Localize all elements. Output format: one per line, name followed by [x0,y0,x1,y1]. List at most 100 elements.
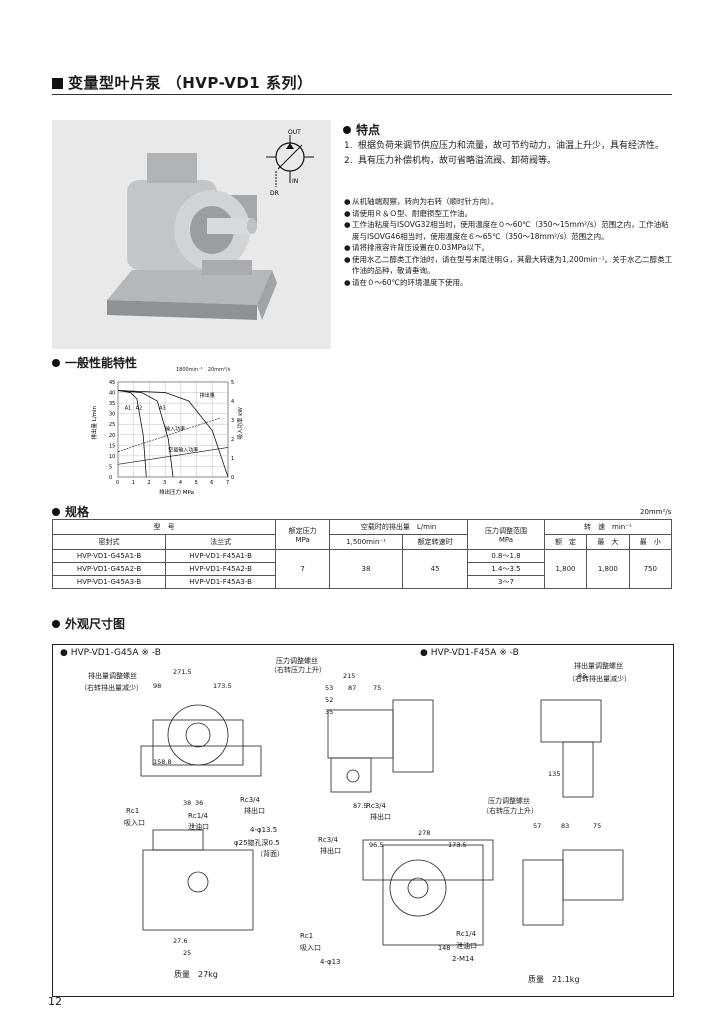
x-tick-label: 4 [179,480,182,486]
series-label: A2 [136,405,143,411]
outlet-label: 排出口 [244,807,265,815]
features-list: 1.根据负荷来调节供应压力和流量，故可节约动力，油温上升少，具有经济性。 2.具… [344,139,674,169]
dim-label: 158.8 [153,758,172,766]
dim-label: 215 [343,672,355,680]
bolt-holes-label: 4-φ13.5 [250,826,278,834]
y-tick-label: 15 [109,443,115,449]
dim-label: 25 [183,949,191,957]
th-disp-1500: 1,500min⁻¹ [329,534,403,550]
noload-power-line [117,447,229,465]
title-square-icon [52,78,63,89]
rc14-label: Rc1/4 [188,812,208,820]
feature-item: 2.具有压力补偿机构，故可省略溢流阀、卸荷阀等。 [344,156,557,166]
y-axis-label: 排出量 L/min [90,405,98,439]
dim-label: 38 [183,799,191,807]
y2-tick-label: 3 [231,418,234,424]
y-tick-label: 30 [109,412,115,418]
x-tick-label: 5 [195,480,198,486]
series-line-A3 [117,390,229,478]
y-tick-label: 5 [109,464,112,470]
performance-heading: 一般性能特性 [52,354,137,371]
table-row: HVP-VD1-G45A3-B HVP-VD1-F45A3-B 3～7 [52,575,672,589]
outlet-label-3: 排出口 [320,847,341,855]
back-label: （背面） [256,850,284,858]
annotation-label: 空载输入功率 [168,447,198,454]
y-tick-label: 10 [109,454,115,460]
y2-tick-label: 0 [231,475,234,481]
x-tick-label: 6 [210,480,213,486]
adj-screw-note: （右转排出量减少） [80,684,143,692]
rc34-label: Rc3/4 [240,796,260,804]
dim-label: 57 [533,822,541,830]
note-item: ●请将排液容许背压设置在0.03MPa以下。 [344,243,489,252]
dim-label: 35 [325,708,333,716]
bullet-icon [52,359,60,367]
th-displacement: 空载时的排出量 L/min [329,519,469,535]
holes-label: 4-φ13 [320,958,341,966]
series-line-A1 [117,390,147,478]
dim-label: 83 [578,672,586,680]
note-item: ●工作油粘度与ISOVG32相当时，使用温度在０～60℃（350～15mm²/s… [344,220,669,241]
chart-condition-label: 1800min⁻¹ 20mm²/s [176,367,231,373]
dim-label: 75 [593,822,601,830]
dim-label: 87.5 [353,802,367,810]
dim-label: 27.6 [173,937,187,945]
th-speed-rated: 额 定 [543,534,588,550]
press-screw-note: （右转压力上升） [270,666,326,674]
dim-label: 148 [438,944,450,952]
notes-list: ●从机轴端观察，转向为右转（顺时针方向）。 ●请使用Ｒ＆Ｏ型、耐磨损型工作油。 … [344,196,676,288]
feature-item: 1.根据负荷来调节供应压力和流量，故可节约动力，油温上升少，具有经济性。 [344,141,665,151]
y2-tick-label: 5 [231,380,234,386]
dimensions-heading: 外观尺寸图 [52,615,125,632]
features-heading: 特点 [343,121,380,138]
outlet-label-2: 排出口 [370,813,391,821]
page-title: 变量型叶片泵 （HVP-VD1 系列） [52,72,312,93]
th-model: 型 号 [51,519,277,535]
bullet-icon [343,126,351,134]
x-tick-label: 3 [163,480,166,486]
inlet-label: 吸入口 [124,819,145,827]
th-speed: 转 速 min⁻¹ [543,519,673,535]
press-screw-label-right: 压力调整螺丝 [488,797,530,805]
dim-label: 52 [325,696,333,704]
press-screw-note-right: （右转压力上升） [482,807,538,815]
x-tick-label: 1 [132,480,135,486]
drain-label: 泄油口 [188,823,209,831]
symbol-dr-label: DR [270,190,279,197]
left-model-label: ● HVP-VD1-G45A ※ -B [60,648,161,658]
rc1-label-2: Rc1 [300,932,314,940]
weight-left: 质量 27kg [174,970,218,979]
press-screw-label: 压力调整螺丝 [276,657,318,665]
adj-screw-label: 排出量调整螺丝 [88,672,137,680]
th-sealed: 密封式 [52,534,166,550]
page-number: 12 [48,995,62,1008]
m14-label: 2-M14 [452,955,474,963]
bullet-icon [52,508,60,516]
y-tick-label: 0 [109,475,112,481]
dim-label: 87 [348,684,356,692]
th-flange: 法兰式 [164,534,277,550]
note-item: ●使用水乙二醇类工作油时，请在型号末尾注明Ｇ，其最大转速为1,200min⁻¹。… [344,254,673,276]
y2-tick-label: 1 [231,456,234,462]
y-tick-label: 25 [109,422,115,428]
dim-label: 98 [153,682,161,690]
y-tick-label: 40 [109,391,115,397]
dim-label: 278 [418,829,430,837]
annotation-label: 排出量 [200,392,215,399]
dimension-drawing-frame [52,644,674,997]
specs-heading: 规格 [52,503,89,520]
adj-screw-note-right: （右转排出量减少） [568,675,631,683]
rc14-label-2: Rc1/4 [456,930,476,938]
y2-axis-label: 吸入功率 kW [236,407,244,440]
y2-tick-label: 4 [231,399,234,405]
symbol-out-label: OUT [288,129,301,136]
rc1-label: Rc1 [126,807,140,815]
symbol-in-label: IN [292,178,298,185]
x-tick-label: 2 [147,480,150,486]
title-rule [52,94,672,95]
y2-tick-label: 2 [231,437,234,443]
dim-label: 271.5 [173,668,192,676]
pump-symbol-icon: OUT IN DR [266,129,314,197]
